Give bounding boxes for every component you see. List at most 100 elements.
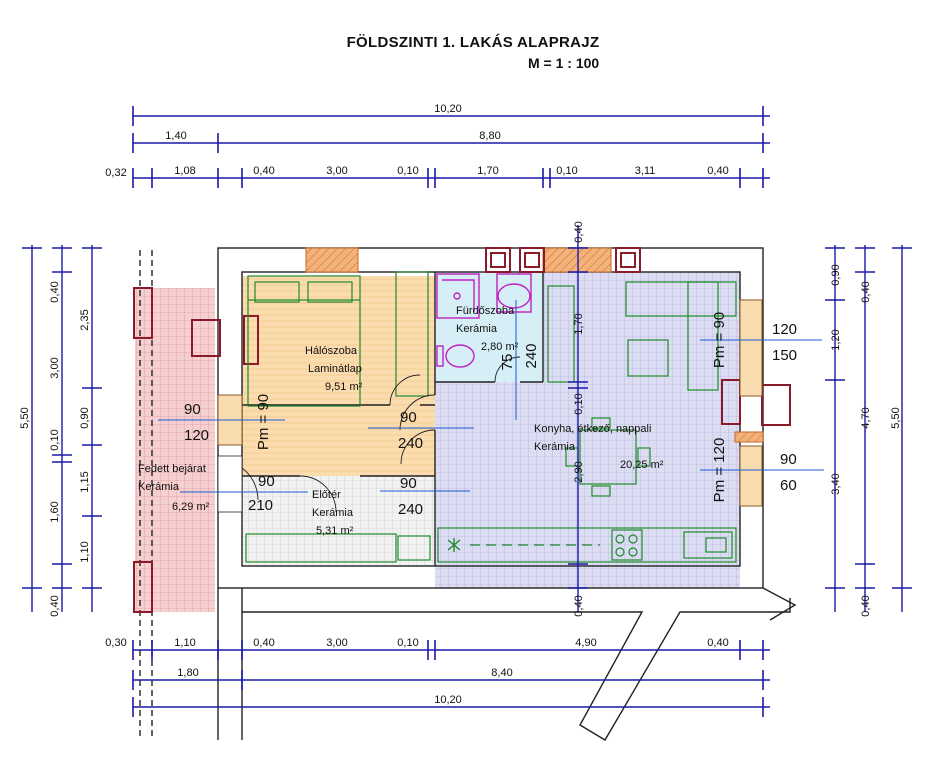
bath-door-width: 75	[499, 354, 516, 371]
dim-top-total: 10,20	[434, 103, 462, 115]
room-labels: Hálószoba Laminátlap 9,51 m² Fürdőszoba …	[138, 305, 664, 537]
dim-top-3h: 3,11	[635, 165, 656, 177]
window-sill-bottom	[739, 445, 763, 507]
dim-bot-1d: 3,00	[326, 637, 347, 649]
dim-bot-1c: 0,40	[253, 637, 274, 649]
dim-left-3d: 1,10	[79, 541, 91, 562]
plan-title: FÖLDSZINTI 1. LAKÁS ALAPRAJZ	[346, 34, 600, 51]
dim-bot-1e: 0,10	[397, 637, 418, 649]
room-bath-finish: Kerámia	[456, 323, 498, 335]
parapet-bedroom: Pm = 90	[255, 394, 272, 450]
dim-left-2a: 0,40	[49, 281, 61, 302]
dim-left-2b: 3,00	[49, 357, 61, 378]
porch-floor	[135, 288, 215, 612]
room-hall-finish: Kerámia	[312, 507, 354, 519]
living-window-top-height: 150	[772, 347, 797, 364]
entry-door-width: 90	[258, 473, 275, 490]
dim-top-3c: 0,40	[253, 165, 274, 177]
living-window-bottom-width: 90	[780, 451, 797, 468]
entry-door	[217, 455, 243, 513]
room-living-area: 20,25 m²	[620, 459, 664, 471]
dim-right-1b: 1,20	[830, 329, 842, 350]
dim-top-3a: 0,32	[105, 167, 126, 179]
dim-left-total: 5,50	[19, 407, 31, 428]
bedroom-door-width: 90	[400, 409, 417, 426]
dim-top-3f: 1,70	[477, 165, 498, 177]
bedroom-floor	[242, 276, 435, 476]
dim-inner-d: 2,90	[573, 461, 585, 482]
dim-right-1a: 0,90	[830, 264, 842, 285]
dim-bot-2b: 8,40	[491, 667, 512, 679]
dim-left-3b: 0,90	[79, 407, 91, 428]
dim-bot-1f: 4,90	[575, 637, 596, 649]
dim-left-2e: 0,40	[49, 595, 61, 616]
bathroom-floor	[435, 272, 543, 382]
top-dimensions: 10,20 1,40 8,80 0,32 1,08 0,40 3,00 0,10…	[105, 103, 728, 179]
bedroom-door-height: 240	[398, 435, 423, 452]
dim-bot-total: 10,20	[434, 694, 462, 706]
dim-inner-b: 1,70	[573, 313, 585, 334]
dim-inner-c: 0,10	[573, 393, 585, 414]
bedroom-window-width: 90	[184, 401, 201, 418]
room-bedroom-finish: Laminátlap	[308, 363, 362, 375]
hall-door-height: 240	[398, 501, 423, 518]
room-bath-area: 2,80 m²	[481, 341, 519, 353]
inner-dimensions: 0,40 1,70 0,10 2,90 0,40	[573, 221, 585, 616]
left-dimensions: 5,50 0,40 3,00 0,10 1,60 0,40 2,35 0,90 …	[19, 281, 91, 616]
parapet-living-top: Pm = 90	[711, 312, 728, 368]
dimension-ticks	[22, 106, 912, 717]
bathroom-fixtures	[436, 273, 532, 368]
dim-right-1c: 3,40	[830, 473, 842, 494]
dim-top-3b: 1,08	[174, 165, 195, 177]
room-porch-finish: Kerámia	[138, 481, 180, 493]
hall-door-width: 90	[400, 475, 417, 492]
dim-left-3c: 1,15	[79, 471, 91, 492]
dim-bot-2a: 1,80	[177, 667, 198, 679]
chimney-2	[542, 247, 612, 273]
dim-right-2b: 4,70	[860, 407, 872, 428]
room-bedroom-name: Hálószoba	[305, 345, 358, 357]
plan-scale: M = 1 : 100	[528, 55, 600, 71]
dim-left-3a: 2,35	[79, 309, 91, 330]
room-porch-name: Fedett bejárat	[138, 463, 206, 475]
room-porch-area: 6,29 m²	[172, 501, 210, 513]
dim-top-3i: 0,40	[707, 165, 728, 177]
dim-right-2a: 0,40	[860, 281, 872, 302]
entry-door-height: 210	[248, 497, 273, 514]
windows	[133, 247, 791, 613]
living-window-top-width: 120	[772, 321, 797, 338]
dim-top-3d: 3,00	[326, 165, 347, 177]
room-hall-area: 5,31 m²	[316, 525, 354, 537]
dim-top-2b: 8,80	[479, 130, 500, 142]
bottom-dimensions: 0,30 1,10 0,40 3,00 0,10 4,90 0,40 1,80 …	[105, 637, 728, 706]
right-dimensions: 0,90 1,20 3,40 0,40 4,70 0,40 5,50	[830, 264, 902, 616]
room-living-finish: Kerámia	[534, 441, 576, 453]
chimney-3	[734, 431, 764, 443]
bedroom-window-height: 120	[184, 427, 209, 444]
dim-bot-1b: 1,10	[174, 637, 195, 649]
dim-right-2c: 0,40	[860, 595, 872, 616]
dim-top-3g: 0,10	[556, 165, 577, 177]
room-hall-name: Előtér	[312, 489, 341, 501]
living-window-bottom-height: 60	[780, 477, 797, 494]
dim-bot-1g: 0,40	[707, 637, 728, 649]
dim-top-2a: 1,40	[165, 130, 186, 142]
dim-left-2c: 0,10	[49, 429, 61, 450]
room-bath-name: Fürdőszoba	[456, 305, 515, 317]
dimension-lines	[31, 115, 903, 708]
dim-right-total: 5,50	[890, 407, 902, 428]
chimney-1	[305, 247, 359, 273]
parapet-living-bottom: Pm = 120	[711, 438, 728, 503]
dim-inner-a: 0,40	[573, 221, 585, 242]
furniture	[245, 271, 737, 563]
dim-bot-1a: 0,30	[105, 637, 126, 649]
bath-door-height: 240	[523, 343, 540, 368]
room-living-name: Konyha, étkező, nappali	[534, 423, 651, 435]
dim-top-3e: 0,10	[397, 165, 418, 177]
room-bedroom-area: 9,51 m²	[325, 381, 363, 393]
opening-leaders	[158, 300, 824, 493]
dim-left-2d: 1,60	[49, 501, 61, 522]
dim-inner-e: 0,40	[573, 595, 585, 616]
opening-labels: 90 120 90 240 90 240 90 210 120 150 90 6…	[184, 312, 797, 518]
